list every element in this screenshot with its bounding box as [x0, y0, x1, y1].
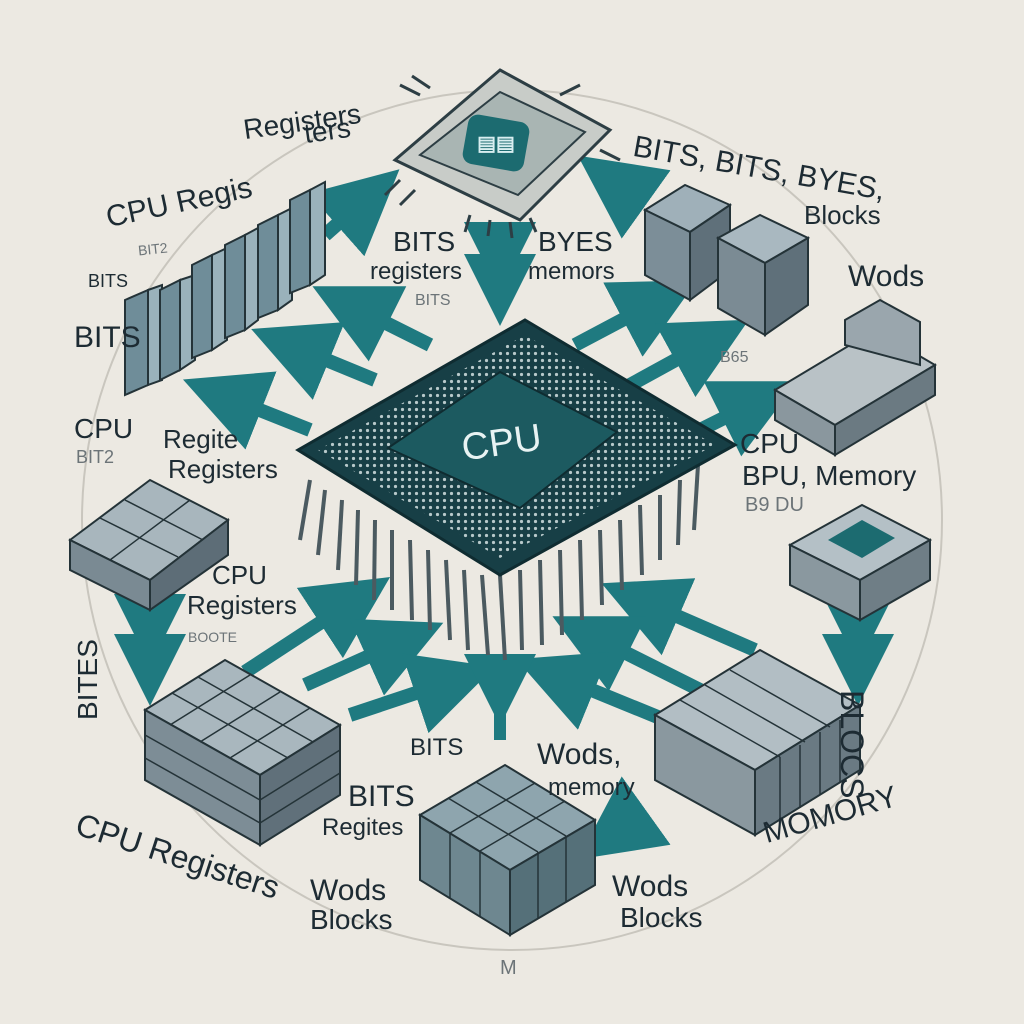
arrow — [571, 280, 698, 357]
flow-arrows — [182, 155, 798, 860]
central-cpu: CPU — [295, 318, 739, 661]
label-blocks-bottom-right: Blocks — [620, 902, 703, 933]
register-cubes-lower-left — [143, 658, 342, 847]
memory-modules-top-right — [642, 183, 811, 337]
label-wods-bottom-center: Wods — [310, 874, 387, 907]
arrow — [308, 169, 400, 257]
label-wods-bottom-right: Wods — [612, 870, 689, 903]
label-ters: ters — [302, 111, 353, 150]
label-registers-left: Registers — [168, 454, 278, 484]
memory-tray-right — [773, 298, 937, 457]
label-bits-bottom: BITS — [348, 780, 415, 813]
label-bit2-top: BIT2 — [137, 239, 169, 259]
label-center-byes: BYES — [538, 226, 613, 257]
arrow — [601, 578, 758, 657]
label-center-bits-small: BITS — [415, 292, 451, 309]
label-registers-lower-left: Registers — [187, 590, 297, 620]
label-wods-memory: Wods, — [537, 738, 622, 771]
label-blocks-top-right: Blocks — [804, 200, 881, 230]
label-bits-small-left: BITS — [88, 271, 129, 291]
arrow — [552, 616, 704, 697]
top-chip: ▤▤ — [383, 68, 621, 239]
label-b9du: B9 DU — [745, 494, 804, 516]
register-cubes-left — [68, 478, 230, 612]
memory-box-right — [787, 503, 933, 622]
arrow — [347, 653, 495, 734]
label-m-bottom: M — [500, 957, 517, 979]
label-bites-vertical: BITES — [72, 639, 103, 720]
label-bpu-memory: BPU, Memory — [742, 460, 917, 491]
arrow — [516, 652, 668, 730]
label-center-registers: registers — [370, 258, 463, 285]
label-regite: Regite — [163, 424, 239, 454]
register-stack-left — [124, 180, 326, 397]
label-center-bits: BITS — [393, 226, 456, 257]
label-blocs-vertical: BLOCS — [834, 690, 870, 799]
cpu-pins — [298, 464, 700, 661]
arrow — [696, 381, 798, 457]
double-arrows — [114, 222, 894, 740]
label-center-memors: memors — [528, 258, 615, 285]
label-cpu-right: CPU — [740, 428, 800, 459]
label-cpu-left: CPU — [74, 413, 134, 444]
arrow — [626, 319, 749, 398]
arrow — [577, 155, 671, 239]
label-cpu-lower-left: CPU — [212, 560, 267, 590]
label-bit2-left: BIT2 — [76, 447, 115, 467]
label-memory-bottom: memory — [548, 774, 635, 801]
arrow — [241, 576, 391, 678]
label-regites: Regites — [322, 814, 404, 841]
word-blocks-bottom-center — [418, 763, 597, 937]
memory-blocks-bottom-right — [653, 648, 862, 837]
svg-text:▤▤: ▤▤ — [477, 133, 515, 155]
arrow — [302, 618, 444, 696]
label-wods-right: Wods — [848, 260, 925, 293]
arrow — [182, 371, 313, 450]
label-boote: BOOTE — [188, 629, 238, 645]
arrow — [312, 286, 434, 362]
label-bits-bottom-small: BITS — [410, 734, 464, 761]
arrow — [577, 776, 671, 860]
label-b65: B65 — [720, 349, 749, 366]
label-bits-left: BITS — [74, 321, 141, 354]
arrow — [251, 322, 378, 400]
label-blocks-bottom-center: Blocks — [310, 904, 393, 935]
